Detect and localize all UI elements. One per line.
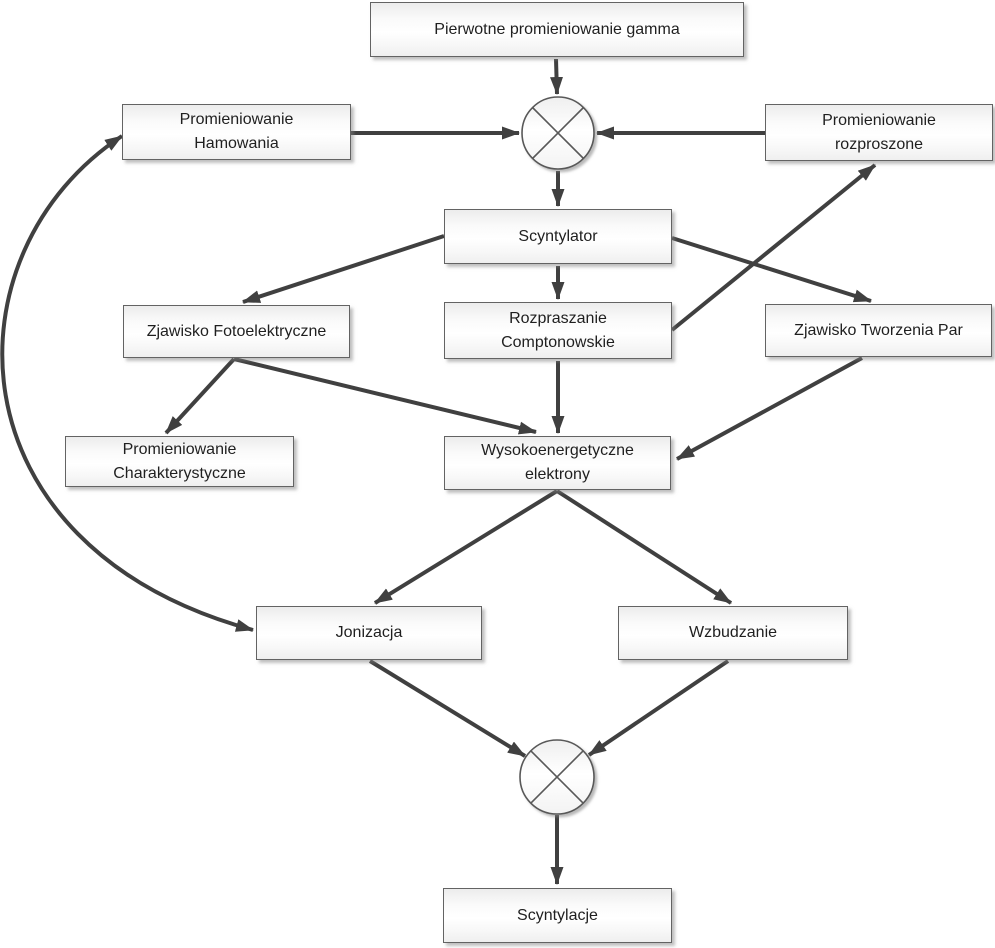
node-promieniowanie-hamowania: Promieniowanie Hamowania — [122, 104, 351, 160]
edge-fotoelektryczne-elektrony — [233, 357, 537, 435]
node-zjawisko-tworzenia-par: Zjawisko Tworzenia Par — [765, 304, 992, 357]
node-promieniowanie-charakterystyczne: Promieniowanie Charakterystyczne — [65, 436, 294, 487]
arrows — [0, 58, 877, 885]
node-jonizacja: Jonizacja — [256, 606, 482, 660]
node-zjawisko-fotoelektryczne: Zjawisko Fotoelektryczne — [123, 305, 350, 358]
junction-2-circled-x-icon — [519, 739, 595, 815]
edge-elektrony-wzbudzanie — [555, 489, 733, 605]
edge-jonizacja-hamowania-curved — [0, 134, 254, 632]
node-scyntylacje: Scyntylacje — [443, 888, 672, 943]
edge-tworzeniapar-elektrony — [676, 356, 863, 461]
node-scyntylator: Scyntylator — [444, 209, 672, 264]
junction-1-circled-x-icon — [521, 96, 595, 170]
edge-gamma-junction1 — [550, 58, 564, 95]
node-pierwotne-promieniowanie-gamma: Pierwotne promieniowanie gamma — [370, 2, 744, 57]
edge-jonizacja-junction2 — [368, 659, 527, 758]
node-promieniowanie-rozproszone: Promieniowanie rozproszone — [765, 104, 993, 161]
edge-scyntylator-fotoelektryczne — [242, 234, 445, 304]
edge-scyntylator-tworzeniapar — [671, 236, 872, 303]
edge-elektrony-jonizacja — [373, 489, 559, 605]
edge-compton-rozproszone — [670, 163, 877, 332]
node-wzbudzanie: Wzbudzanie — [618, 606, 848, 660]
node-rozpraszanie-comptonowskie: Rozpraszanie Comptonowskie — [444, 302, 672, 359]
node-wysokoenergetyczne-elektrony: Wysokoenergetyczne elektrony — [444, 436, 671, 490]
edge-fotoelektryczne-charakterystyczne — [164, 357, 236, 435]
edge-wzbudzanie-junction2 — [587, 659, 730, 757]
